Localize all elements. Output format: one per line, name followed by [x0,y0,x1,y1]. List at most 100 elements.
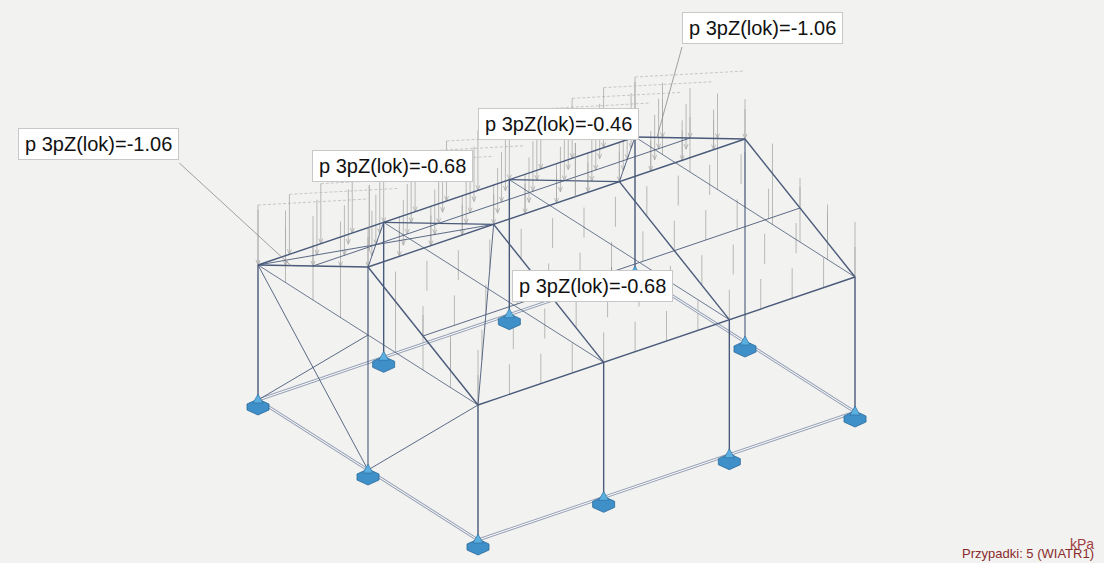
load-arrowhead [472,197,476,202]
load-arrow [741,154,742,184]
gable-column [367,267,368,470]
load-arrow [552,218,553,248]
load-arrow [591,136,592,181]
load-arrow [501,152,502,202]
support-cap [724,449,734,458]
tie-beam [509,180,729,320]
ground-beam [478,412,855,540]
load-arrowhead [590,176,594,181]
load-arrow [466,179,467,224]
support-cap [504,309,514,318]
load-arrowhead [315,250,319,255]
load-callout: p 3pZ(lok)=-1.06 [18,128,179,160]
load-arrow [772,170,773,225]
load-arrowhead [535,175,539,180]
load-arrowhead [743,134,747,139]
load-arrow [521,229,522,259]
load-arrowhead [496,208,500,213]
load-arrow [855,222,856,277]
load-arrow [827,205,828,260]
load-arrow [560,147,561,192]
load-arrow [352,173,353,233]
load-arrowhead [433,230,437,235]
column [477,405,478,540]
load-arrow [686,104,687,149]
load-arrow [313,245,314,300]
load-outline [289,188,399,194]
load-arrow [371,211,372,256]
load-arrowhead [503,186,507,191]
load-arrowhead [558,187,562,192]
support-cap [850,406,860,415]
load-arrowhead [401,240,405,245]
load-arrowhead [346,239,350,244]
load-value: p 3pZ(lok)=-0.68 [519,274,666,298]
load-arrow [320,184,321,244]
load-arrow [658,99,659,149]
load-arrowhead [684,144,688,149]
purlin [313,138,690,266]
load-arrow [340,222,341,267]
wall-brace [368,405,478,470]
load-arrowhead [409,218,413,223]
load-arrow [434,190,435,235]
leader-line [575,143,576,197]
leader-line [657,47,682,137]
load-arrow [642,231,643,261]
roof-brace [478,224,494,405]
load-value: p 3pZ(lok)=-1.06 [689,16,836,40]
load-callout: p 3pZ(lok)=-0.68 [312,150,473,182]
load-arrowhead [653,155,657,160]
load-case-label: Przypadki: 5 (WIATR1) [962,546,1094,561]
load-arrow [450,333,451,388]
load-arrow [395,272,396,302]
load-arrowhead [441,207,445,212]
load-arrow [379,179,380,234]
load-arrow [772,144,773,174]
load-arrow [717,135,718,190]
column [603,362,604,497]
column [854,277,855,412]
load-arrow [426,261,427,291]
load-arrow [764,234,765,264]
load-arrow [733,245,734,275]
load-arrow [666,311,667,341]
ground-beam-core [478,412,855,540]
support-cap [363,464,373,473]
leader-line [369,185,370,251]
load-arrowhead [464,219,468,224]
load-arrow [760,279,761,309]
load-arrow [717,94,718,139]
load-arrow [611,242,612,272]
roof-brace [619,137,635,182]
column [257,265,258,400]
load-arrow [375,195,376,245]
load-arrow [737,199,738,229]
load-arrow [474,147,475,202]
load-arrow [258,210,259,265]
load-callout: p 3pZ(lok)=-1.06 [682,12,843,44]
load-outline [572,92,682,98]
load-arrow [532,141,533,191]
leader-line [179,163,291,266]
load-arrow [729,290,730,320]
load-arrow [690,117,691,172]
load-arrow [603,332,604,362]
load-arrow [454,295,455,325]
load-outline [258,199,368,205]
load-arrow [572,343,573,373]
load-arrow [768,189,769,219]
load-outline [635,71,745,77]
load-value: p 3pZ(lok)=-0.46 [485,112,632,136]
load-arrow [505,136,506,191]
load-arrow [662,100,663,155]
gable-column [744,139,745,342]
load-arrow [713,110,714,150]
load-arrow [395,298,396,353]
load-callout: p 3pZ(lok)=-0.68 [512,270,673,302]
load-arrow [796,223,797,253]
load-arrow [576,298,577,328]
load-arrow [615,197,616,227]
load-arrow [823,258,824,288]
